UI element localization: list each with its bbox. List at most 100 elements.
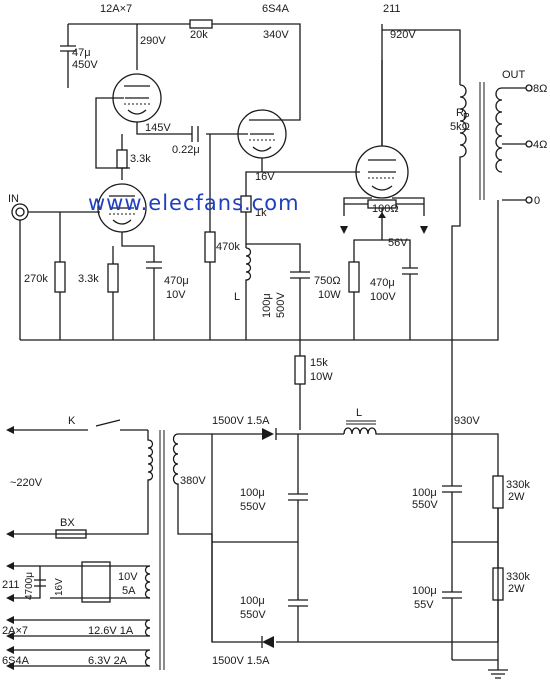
terminal-8ohm[interactable] xyxy=(525,84,533,92)
svg-text:6.3V 2A: 6.3V 2A xyxy=(88,655,128,667)
cap-470u-b xyxy=(402,267,418,340)
power-transformer-hv-secondary xyxy=(172,433,213,642)
svg-text:2W: 2W xyxy=(508,491,525,503)
top-rail xyxy=(68,23,301,60)
svg-text:100μ: 100μ xyxy=(412,487,437,499)
svg-text:20k: 20k xyxy=(190,29,208,41)
svg-text:10W: 10W xyxy=(310,371,333,383)
resistor-15k xyxy=(294,355,306,385)
label-tube-211: 211 xyxy=(383,3,401,15)
svg-text:1500V 1.5A: 1500V 1.5A xyxy=(212,655,270,667)
resistor-3k3-a xyxy=(116,149,128,169)
resistor-470k xyxy=(204,231,216,263)
svg-text:15k: 15k xyxy=(310,357,328,369)
svg-text:47μ: 47μ xyxy=(72,47,91,59)
output-transformer-secondary xyxy=(495,87,503,173)
svg-text:100μ: 100μ xyxy=(240,595,265,607)
cap-100u-e xyxy=(442,591,462,660)
svg-text:4700μ: 4700μ xyxy=(24,572,35,600)
terminal-0[interactable] xyxy=(525,196,533,204)
output-transformer-primary xyxy=(451,84,467,430)
svg-text:56V: 56V xyxy=(388,237,408,249)
svg-text:16V: 16V xyxy=(54,578,65,596)
terminal-4ohm[interactable] xyxy=(525,140,533,148)
svg-text:8Ω: 8Ω xyxy=(533,83,547,95)
svg-text:4Ω: 4Ω xyxy=(533,139,547,151)
cap-47u xyxy=(60,24,76,88)
cap-100u-a xyxy=(290,271,310,340)
watermark: www.elecfans.com xyxy=(88,191,300,215)
diode-top xyxy=(262,428,274,440)
svg-text:750Ω: 750Ω xyxy=(314,275,341,287)
svg-text:K: K xyxy=(68,415,76,427)
ground-rail-amp xyxy=(20,200,499,341)
svg-text:340V: 340V xyxy=(263,29,289,41)
svg-text:100V: 100V xyxy=(370,291,396,303)
svg-text:100μ: 100μ xyxy=(261,293,273,318)
resistor-750 xyxy=(348,261,360,293)
bridge-rectifier-box xyxy=(81,561,111,603)
svg-text:930V: 930V xyxy=(454,415,480,427)
label-tube-12ax7: 12A×7 xyxy=(100,3,132,15)
filament-winding-211 xyxy=(144,565,151,599)
svg-text:290V: 290V xyxy=(140,35,166,47)
svg-text:550V: 550V xyxy=(240,609,266,621)
svg-text:470μ: 470μ xyxy=(370,277,395,289)
svg-text:550V: 550V xyxy=(240,501,266,513)
svg-text:470μ: 470μ xyxy=(164,275,189,287)
filament-winding-12ax7 xyxy=(10,619,151,637)
svg-text:R: R xyxy=(456,107,464,119)
svg-text:P: P xyxy=(463,112,470,123)
svg-text:10V: 10V xyxy=(118,571,138,583)
svg-text:~220V: ~220V xyxy=(10,477,43,489)
inductor-l-small xyxy=(245,247,252,340)
svg-text:2A×7: 2A×7 xyxy=(2,625,28,637)
diode-bottom xyxy=(262,636,274,648)
resistor-270k xyxy=(54,261,66,293)
svg-text:IN: IN xyxy=(8,193,19,205)
svg-text:211: 211 xyxy=(2,579,20,591)
cap-470u-a xyxy=(146,261,162,340)
filament-winding-6s4a xyxy=(10,649,151,667)
svg-text:1500V 1.5A: 1500V 1.5A xyxy=(212,415,270,427)
svg-text:3.3k: 3.3k xyxy=(130,153,151,165)
svg-text:12.6V 1A: 12.6V 1A xyxy=(88,625,134,637)
svg-text:330k: 330k xyxy=(506,571,530,583)
svg-text:10W: 10W xyxy=(318,289,341,301)
label-tube-6s4a: 6S4A xyxy=(262,3,290,15)
svg-text:0: 0 xyxy=(534,195,540,207)
svg-text:2W: 2W xyxy=(508,583,525,595)
svg-text:L: L xyxy=(234,291,240,303)
svg-text:5kΩ: 5kΩ xyxy=(450,121,470,133)
input-jack xyxy=(11,203,29,221)
svg-text:55V: 55V xyxy=(414,599,434,611)
svg-text:270k: 270k xyxy=(24,273,48,285)
cap-022u xyxy=(191,126,199,142)
svg-text:5A: 5A xyxy=(122,585,136,597)
svg-text:6S4A: 6S4A xyxy=(2,655,30,667)
svg-text:550V: 550V xyxy=(412,499,438,511)
resistor-1k xyxy=(240,195,252,213)
fuse-bx xyxy=(55,529,87,539)
cap-4700u xyxy=(34,579,46,587)
svg-text:BX: BX xyxy=(60,517,75,529)
svg-text:100μ: 100μ xyxy=(412,585,437,597)
svg-text:450V: 450V xyxy=(72,59,98,71)
cap-100u-c xyxy=(288,599,308,642)
resistor-330k-a xyxy=(492,475,504,509)
svg-text:10V: 10V xyxy=(166,289,186,301)
svg-text:OUT: OUT xyxy=(502,69,526,81)
svg-text:1k: 1k xyxy=(255,207,267,219)
svg-text:470k: 470k xyxy=(216,241,240,253)
svg-text:920V: 920V xyxy=(390,29,416,41)
cap-100u-d xyxy=(442,485,462,493)
svg-text:380V: 380V xyxy=(180,475,206,487)
svg-text:L: L xyxy=(356,407,362,419)
svg-text:16V: 16V xyxy=(255,171,275,183)
svg-text:100μ: 100μ xyxy=(240,487,265,499)
svg-text:145V: 145V xyxy=(145,122,171,134)
choke-l xyxy=(343,427,499,476)
svg-text:100Ω: 100Ω xyxy=(372,203,399,215)
power-transformer-primary xyxy=(10,430,154,535)
